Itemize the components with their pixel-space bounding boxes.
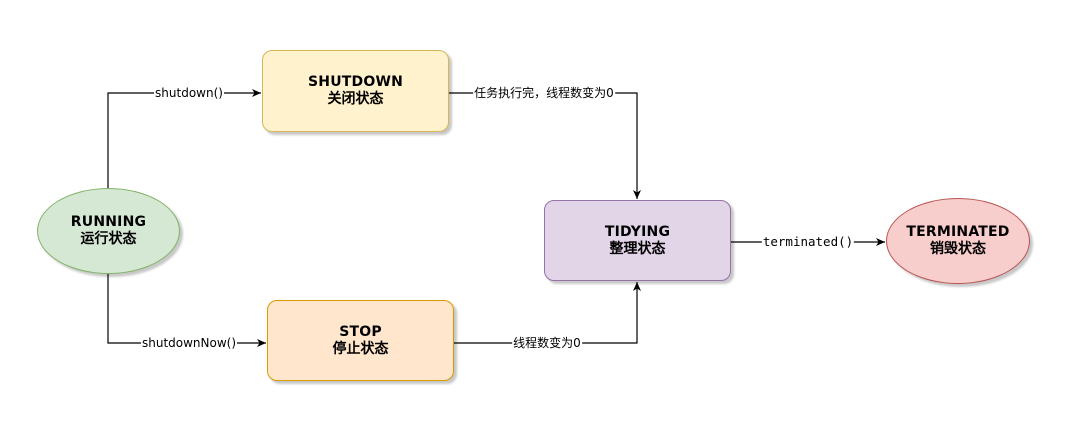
state-shutdown: SHUTDOWN 关闭状态 <box>262 50 449 132</box>
edge-label-shutdown: shutdown() <box>154 86 224 100</box>
edge-label-tasks-done: 任务执行完，线程数变为0 <box>473 86 615 100</box>
edge-shutdown-to-tidying <box>449 92 641 199</box>
state-running: RUNNING 运行状态 <box>37 188 180 274</box>
edge-running-to-stop <box>107 274 266 347</box>
edge-stop-to-tidying <box>454 282 641 344</box>
state-stop-subtitle: 停止状态 <box>332 340 389 357</box>
state-running-title: RUNNING <box>70 214 147 230</box>
state-tidying: TIDYING 整理状态 <box>544 200 731 281</box>
state-tidying-title: TIDYING <box>604 223 671 240</box>
state-terminated: TERMINATED 销毁状态 <box>886 198 1030 284</box>
edge-label-threads-zero: 线程数变为0 <box>512 336 582 350</box>
edge-label-terminated: terminated() <box>761 234 855 249</box>
state-tidying-subtitle: 整理状态 <box>609 240 666 257</box>
state-terminated-title: TERMINATED <box>906 224 1010 240</box>
edge-label-shutdown-now: shutdownNow() <box>140 336 238 350</box>
state-stop: STOP 停止状态 <box>267 300 454 381</box>
state-shutdown-subtitle: 关闭状态 <box>327 91 384 107</box>
state-terminated-subtitle: 销毁状态 <box>930 241 986 257</box>
state-stop-title: STOP <box>339 323 382 340</box>
state-running-subtitle: 运行状态 <box>80 231 137 247</box>
state-shutdown-title: SHUTDOWN <box>308 74 403 90</box>
edge-running-to-shutdown <box>107 89 261 188</box>
